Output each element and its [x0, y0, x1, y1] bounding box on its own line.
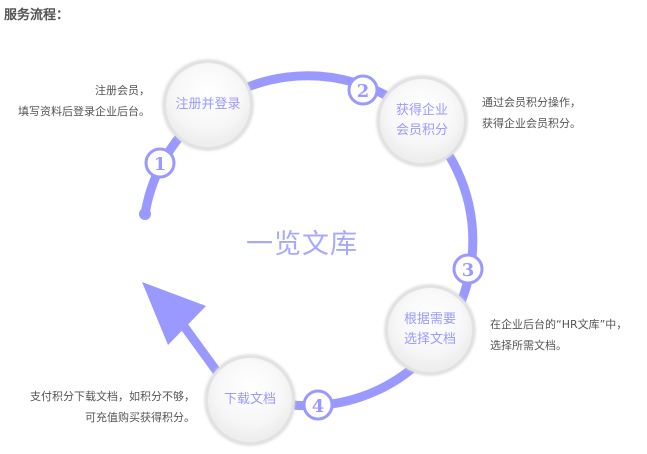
- start-dot: [139, 208, 151, 220]
- step-4-description: 支付积分下载文档，如积分不够， 可充值购买获得积分。: [30, 386, 195, 428]
- svg-text:1: 1: [154, 154, 167, 175]
- step-badge-4: 4: [302, 389, 334, 421]
- step-1-description: 注册会员， 填写资料后登录企业后台。: [18, 80, 150, 122]
- step-badge-3: 3: [452, 253, 484, 285]
- step-1-desc-line2: 填写资料后登录企业后台。: [18, 105, 150, 118]
- step-3-description: 在企业后台的“HR文库”中， 选择所需文档。: [490, 314, 627, 356]
- svg-text:2: 2: [357, 81, 370, 102]
- step-4-desc-line1: 支付积分下载文档，如积分不够，: [30, 390, 195, 403]
- section-title: 服务流程：: [4, 8, 70, 23]
- step-1-label: 注册并登录: [175, 97, 241, 112]
- step-3-label-line2: 选择文档: [403, 332, 456, 347]
- arrow-head: [142, 282, 206, 345]
- center-logo-text: 一览文库: [246, 229, 358, 260]
- step-badge-2: 2: [347, 74, 379, 106]
- step-1-bubble: 注册并登录: [163, 60, 253, 150]
- step-4-label: 下载文档: [223, 392, 276, 407]
- step-3-label-line1: 根据需要: [403, 312, 456, 327]
- svg-text:3: 3: [462, 260, 475, 281]
- step-4-desc-line2: 可充值购买获得积分。: [85, 411, 195, 424]
- svg-text:4: 4: [312, 396, 325, 417]
- step-3-desc-line2: 选择所需文档。: [490, 339, 567, 352]
- step-3-desc-line1: 在企业后台的“HR文库”中，: [490, 318, 628, 331]
- step-2-bubble: 获得企业会员积分: [377, 76, 467, 166]
- step-2-description: 通过会员积分操作， 获得企业会员积分。: [482, 92, 581, 134]
- step-2-label-line1: 获得企业: [395, 103, 448, 118]
- step-badge-1: 1: [144, 147, 176, 179]
- step-2-label-line2: 会员积分: [395, 123, 448, 138]
- step-1-desc-line1: 注册会员，: [95, 84, 150, 97]
- step-2-desc-line2: 获得企业会员积分。: [482, 117, 581, 130]
- step-4-bubble: 下载文档: [205, 355, 295, 445]
- step-2-desc-line1: 通过会员积分操作，: [482, 96, 581, 109]
- step-3-bubble: 根据需要选择文档: [385, 285, 475, 375]
